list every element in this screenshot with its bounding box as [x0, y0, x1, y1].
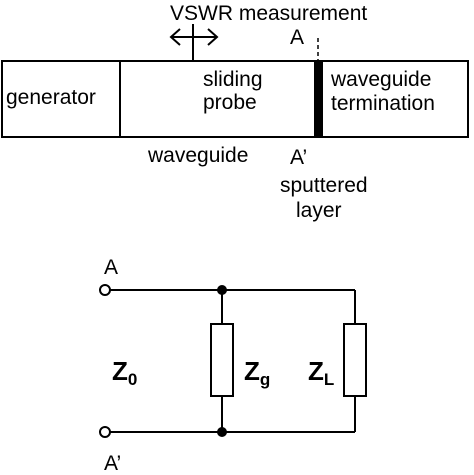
zl-subscript: L	[324, 370, 334, 389]
terminal-a-label: A	[104, 256, 118, 279]
zl-resistor	[343, 323, 367, 397]
sputtered-label-line2: layer	[296, 199, 342, 222]
zl-label: ZL	[308, 356, 334, 389]
junction-top	[217, 285, 227, 295]
termination-label-line1: waveguide	[330, 68, 431, 91]
vswr-measurement-label: VSWR measurement	[170, 2, 367, 25]
marker-a-top: A	[290, 26, 304, 49]
zg-subscript: g	[260, 370, 270, 389]
terminal-a-node	[99, 284, 111, 296]
generator-label: generator	[6, 86, 96, 109]
terminal-a-prime-label: A’	[104, 452, 121, 475]
waveguide-label: waveguide	[147, 144, 248, 167]
zg-label: Zg	[244, 356, 270, 389]
sliding-probe-label-line2: probe	[203, 91, 257, 114]
z0-subscript: 0	[128, 370, 137, 389]
sliding-probe-label-line1: sliding	[203, 68, 263, 91]
zg-resistor	[210, 323, 234, 397]
terminal-a-prime-node	[99, 426, 111, 438]
marker-a-prime-top: A’	[290, 146, 307, 169]
sputtered-layer-bar	[314, 61, 323, 137]
z0-label: Z0	[112, 356, 137, 389]
termination-label-line2: termination	[331, 92, 435, 115]
circuit-wires	[107, 289, 356, 433]
junction-bottom	[217, 427, 227, 437]
waveguide-body	[1, 60, 469, 138]
sputtered-label-line1: sputtered	[280, 174, 368, 197]
